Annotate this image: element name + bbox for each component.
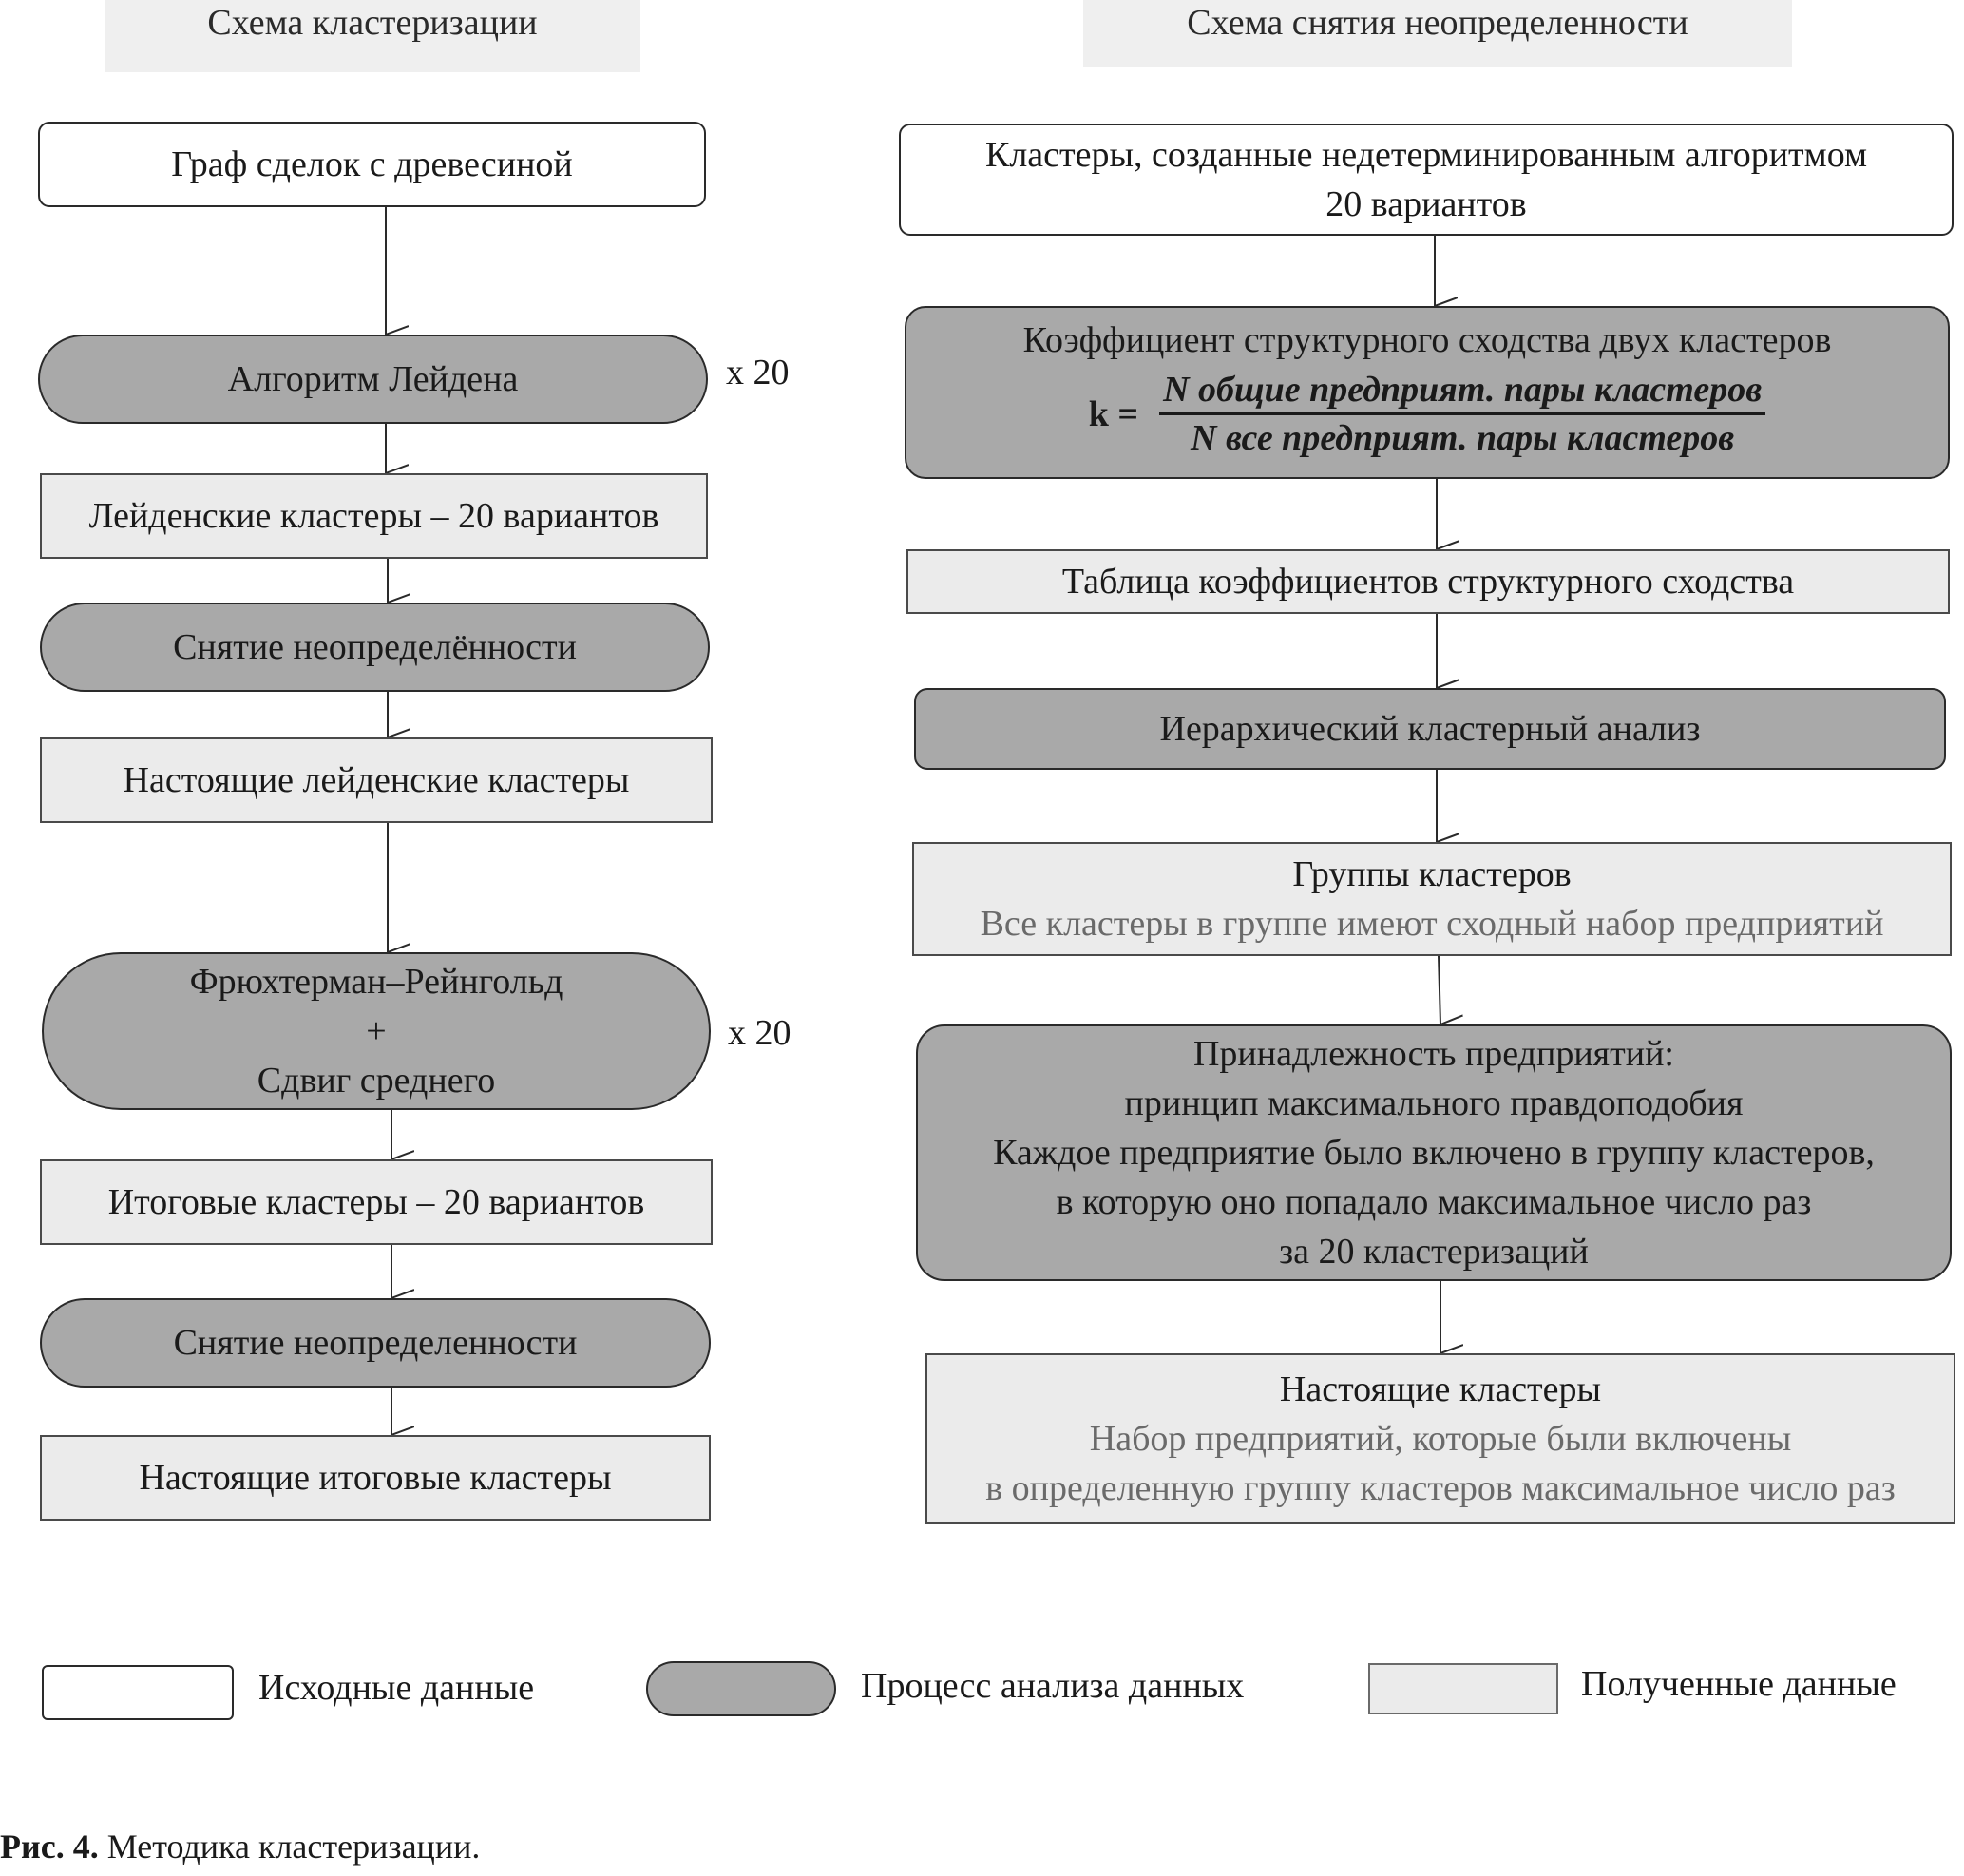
true-clusters-box: Настоящие кластеры Набор предприятий, ко… bbox=[925, 1353, 1955, 1524]
legend-process-label: Процесс анализа данных bbox=[861, 1666, 1245, 1706]
leiden-clusters-box: Лейденские кластеры – 20 вариантов bbox=[40, 473, 708, 559]
coef-numerator: N общие предприят. пары кластеров bbox=[1159, 367, 1766, 415]
disambiguation-2-label: Снятие неопределенности bbox=[173, 1323, 578, 1363]
hierarchical-analysis-box: Иерархический кластерный анализ bbox=[914, 688, 1946, 770]
true-clusters-title: Настоящие кластеры bbox=[1279, 1369, 1602, 1409]
hier-analysis-label: Иерархический кластерный анализ bbox=[1159, 709, 1701, 749]
true-leiden-clusters-label: Настоящие лейденские кластеры bbox=[123, 760, 630, 800]
fr-plus: + bbox=[366, 1011, 387, 1051]
final-clusters-label: Итоговые кластеры – 20 вариантов bbox=[107, 1182, 645, 1222]
legend-source-label: Исходные данные bbox=[258, 1668, 535, 1708]
member-line-4: в которую оно попадало максимальное числ… bbox=[1056, 1182, 1812, 1222]
fr-line-1: Фрюхтерман–Рейнгольд bbox=[189, 962, 563, 1002]
true-clusters-sub-2: в определенную группу кластеров максимал… bbox=[985, 1468, 1896, 1508]
right-column-header: Схема снятия неопределенности bbox=[1083, 0, 1792, 67]
nondeterministic-clusters-box: Кластеры, созданные недетерминированным … bbox=[899, 124, 1954, 236]
similarity-coefficient-box: Коэффициент структурного сходства двух к… bbox=[905, 306, 1950, 479]
enterprise-membership-box: Принадлежность предприятий: принцип макс… bbox=[916, 1024, 1952, 1281]
member-line-3: Каждое предприятие было включено в групп… bbox=[993, 1133, 1875, 1173]
coef-table-label: Таблица коэффициентов структурного сходс… bbox=[1061, 562, 1795, 602]
coefficient-table-box: Таблица коэффициентов структурного сходс… bbox=[906, 549, 1950, 614]
coef-fraction: N общие предприят. пары кластеров N все … bbox=[1159, 367, 1766, 461]
groups-subtitle: Все кластеры в группе имеют сходный набо… bbox=[980, 904, 1884, 944]
figure-caption-label: Рис. 4. bbox=[0, 1828, 99, 1866]
leiden-clusters-label: Лейденские кластеры – 20 вариантов bbox=[88, 496, 659, 536]
figure-caption-text: Методика кластеризации. bbox=[98, 1828, 481, 1866]
nondet-line-1: Кластеры, созданные недетерминированным … bbox=[984, 135, 1868, 175]
legend-source-swatch bbox=[42, 1665, 234, 1720]
member-line-1: Принадлежность предприятий: bbox=[1192, 1034, 1674, 1074]
coef-denominator: N все предприят. пары кластеров bbox=[1191, 418, 1735, 458]
cluster-groups-box: Группы кластеров Все кластеры в группе и… bbox=[912, 842, 1952, 956]
disambiguation-1-box: Снятие неопределённости bbox=[40, 603, 710, 692]
nondet-line-2: 20 вариантов bbox=[1325, 184, 1527, 224]
figure-caption: Рис. 4. Методика кластеризации. bbox=[0, 1825, 480, 1868]
left-column-header-text: Схема кластеризации bbox=[207, 3, 538, 43]
arrow-groups-to-member bbox=[1438, 955, 1440, 1024]
fruchterman-reingold-box: Фрюхтерман–Рейнгольд + Сдвиг среднего bbox=[42, 952, 711, 1110]
member-line-2: принцип максимального правдоподобия bbox=[1124, 1083, 1744, 1123]
legend-result-label: Полученные данные bbox=[1581, 1664, 1897, 1704]
coef-formula: k = N общие предприят. пары кластеров N … bbox=[1088, 367, 1766, 461]
left-column-header: Схема кластеризации bbox=[105, 0, 640, 72]
disambiguation-1-label: Снятие неопределённости bbox=[173, 627, 577, 667]
true-final-clusters-box: Настоящие итоговые кластеры bbox=[40, 1435, 711, 1521]
coef-title: Коэффициент структурного сходства двух к… bbox=[1022, 320, 1832, 360]
groups-title: Группы кластеров bbox=[1292, 854, 1572, 894]
legend-process-swatch bbox=[646, 1661, 836, 1716]
graph-label: Граф сделок с древесиной bbox=[171, 144, 573, 184]
member-line-5: за 20 кластеризаций bbox=[1279, 1232, 1589, 1272]
disambiguation-2-box: Снятие неопределенности bbox=[40, 1298, 711, 1388]
leiden-multiplier: х 20 bbox=[726, 353, 790, 392]
fr-line-3: Сдвиг среднего bbox=[257, 1061, 496, 1101]
coef-k: k = bbox=[1088, 393, 1139, 434]
leiden-algorithm-label: Алгоритм Лейдена bbox=[227, 359, 519, 399]
right-column-header-text: Схема снятия неопределенности bbox=[1187, 3, 1688, 43]
fr-multiplier: х 20 bbox=[728, 1013, 791, 1053]
graph-box: Граф сделок с древесиной bbox=[38, 122, 706, 207]
legend-result-swatch bbox=[1368, 1663, 1558, 1714]
final-clusters-box: Итоговые кластеры – 20 вариантов bbox=[40, 1159, 713, 1245]
leiden-algorithm-box: Алгоритм Лейдена bbox=[38, 335, 708, 424]
true-leiden-clusters-box: Настоящие лейденские кластеры bbox=[40, 737, 713, 823]
true-final-clusters-label: Настоящие итоговые кластеры bbox=[139, 1458, 612, 1498]
true-clusters-sub-1: Набор предприятий, которые были включены bbox=[1089, 1419, 1792, 1459]
